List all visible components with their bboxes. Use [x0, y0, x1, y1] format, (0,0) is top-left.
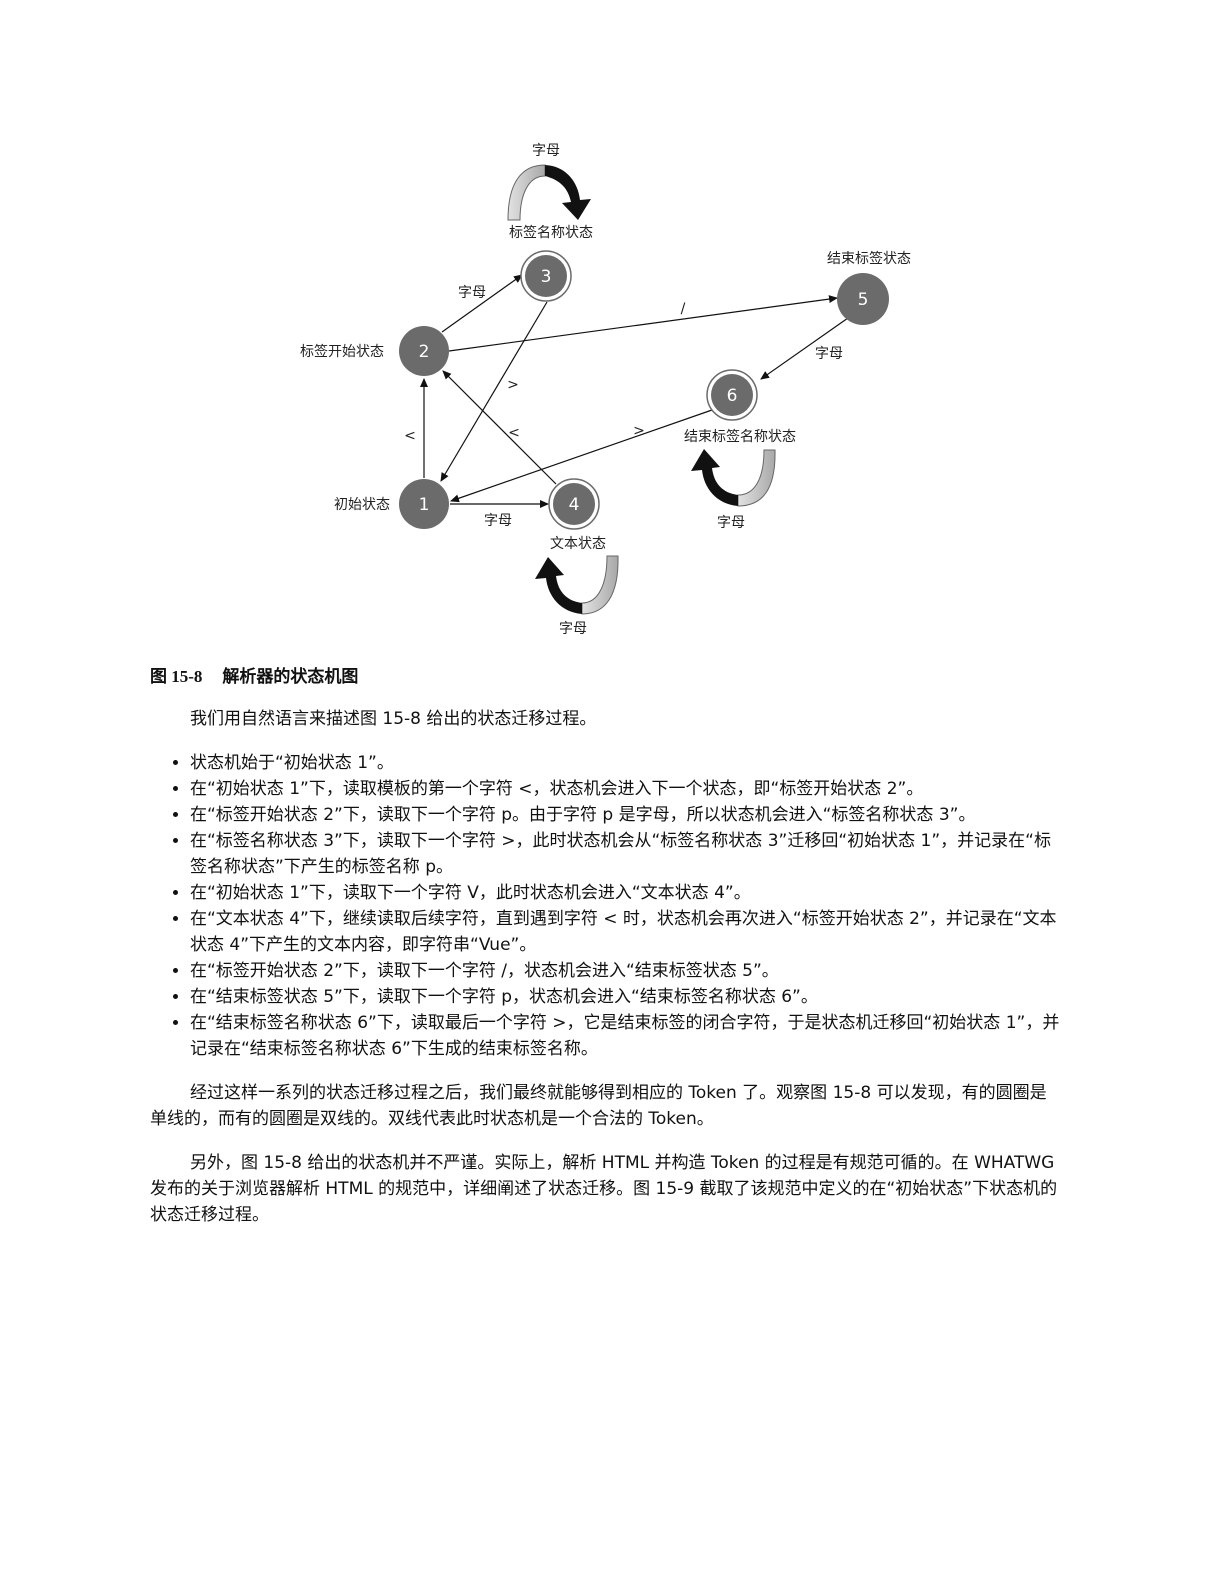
- edge-1-2-label: <: [404, 428, 416, 444]
- list-item: 在“标签开始状态 2”下，读取下一个字符 p。由于字符 p 是字母，所以状态机会…: [190, 802, 1060, 828]
- node-4: 4: [548, 478, 600, 530]
- intro-paragraph: 我们用自然语言来描述图 15-8 给出的状态迁移过程。: [190, 709, 597, 729]
- node-2-number: 2: [419, 342, 430, 362]
- loop-3-label: 字母: [532, 143, 560, 159]
- loop-3-gray-band: [507, 164, 546, 221]
- edge-2-to-5: [448, 295, 838, 352]
- node-2-label: 标签开始状态: [300, 343, 384, 360]
- list-item: 在“结束标签状态 5”下，读取下一个字符 p，状态机会进入“结束标签名称状态 6…: [190, 984, 1060, 1010]
- paragraph-token-explanation: 经过这样一系列的状态迁移过程之后，我们最终就能够得到相应的 Token 了。观察…: [150, 1083, 1047, 1129]
- node-1-label: 初始状态: [334, 496, 390, 513]
- node-3-label: 标签名称状态: [509, 224, 593, 241]
- edge-5-to-6: [760, 317, 849, 380]
- list-item: 在“标签名称状态 3”下，读取下一个字符 >，此时状态机会从“标签名称状态 3”…: [190, 828, 1060, 880]
- state-machine-diagram: 1 2 3 4 5 6 初始状态 标签开始状态 标签名称状态 文本状态 结束标签…: [300, 143, 911, 637]
- paragraph-whatwg-spec: 另外，图 15-8 给出的状态机并不严谨。实际上，解析 HTML 并构造 Tok…: [150, 1153, 1058, 1225]
- loop-6-black-arrow: [691, 449, 738, 506]
- node-3: 3: [520, 250, 572, 302]
- node-5-label: 结束标签状态: [827, 250, 911, 267]
- list-item: 在“文本状态 4”下，继续读取后续字符，直到遇到字符 < 时，状态机会再次进入“…: [190, 906, 1060, 958]
- edge-5-6-label: 字母: [815, 346, 843, 362]
- loop-6: [691, 449, 776, 507]
- edge-6-1-label: >: [633, 423, 645, 439]
- edge-2-to-3: [441, 274, 523, 333]
- loop-4: [535, 555, 619, 615]
- edge-3-1-label: >: [507, 377, 519, 393]
- list-item: 状态机始于“初始状态 1”。: [190, 750, 1060, 776]
- loop-3-black-arrow: [545, 165, 591, 220]
- loop-4-gray-band: [581, 555, 619, 615]
- node-6-number: 6: [727, 386, 738, 406]
- edge-6-to-1: [450, 409, 713, 503]
- figure-number: 图 15-8: [150, 667, 203, 686]
- edges: [420, 274, 849, 508]
- node-2: 2: [399, 326, 449, 376]
- node-5: 5: [837, 273, 889, 325]
- edge-3-to-1: [440, 301, 548, 482]
- node-3-number: 3: [541, 267, 552, 287]
- edge-4-to-2: [442, 370, 557, 485]
- loop-6-label: 字母: [717, 515, 745, 531]
- node-4-number: 4: [569, 495, 580, 515]
- node-6: 6: [706, 369, 758, 421]
- list-item: 在“结束标签名称状态 6”下，读取最后一个字符 >，它是结束标签的闭合字符，于是…: [190, 1010, 1060, 1062]
- figure-title: 解析器的状态机图: [222, 667, 359, 687]
- loop-4-black-arrow: [535, 557, 582, 614]
- loop-4-label: 字母: [559, 621, 587, 637]
- node-1-number: 1: [419, 495, 430, 515]
- edge-4-2-label: <: [508, 425, 520, 441]
- body-text: 我们用自然语言来描述图 15-8 给出的状态迁移过程。 状态机始于“初始状态 1…: [150, 706, 1060, 1228]
- loop-6-gray-band: [737, 449, 776, 507]
- edge-2-3-label: 字母: [458, 285, 486, 301]
- node-4-label: 文本状态: [550, 536, 606, 552]
- edge-2-5-label: /: [681, 301, 686, 317]
- edge-1-4-label: 字母: [484, 513, 512, 529]
- node-1: 1: [399, 479, 449, 529]
- node-6-label: 结束标签名称状态: [684, 428, 796, 445]
- list-item: 在“初始状态 1”下，读取下一个字符 V，此时状态机会进入“文本状态 4”。: [190, 880, 1060, 906]
- figure-caption: 图 15-8 解析器的状态机图: [150, 662, 358, 687]
- loop-3: [507, 164, 591, 221]
- list-item: 在“初始状态 1”下，读取模板的第一个字符 <，状态机会进入下一个状态，即“标签…: [190, 776, 1060, 802]
- step-list: 状态机始于“初始状态 1”。 在“初始状态 1”下，读取模板的第一个字符 <，状…: [150, 750, 1060, 1062]
- node-5-number: 5: [858, 290, 869, 310]
- list-item: 在“标签开始状态 2”下，读取下一个字符 /，状态机会进入“结束标签状态 5”。: [190, 958, 1060, 984]
